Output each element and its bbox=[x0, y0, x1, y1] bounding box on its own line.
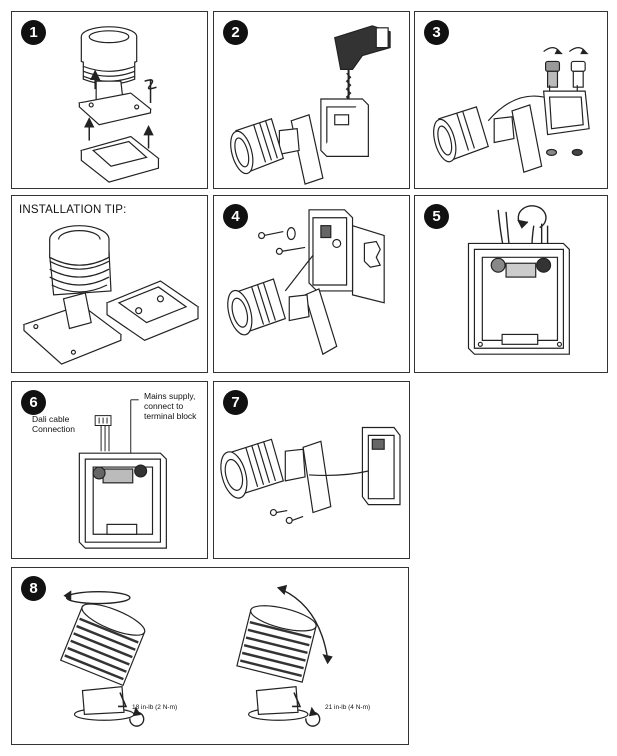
dali-cable-label: Dali cable Connection bbox=[32, 414, 76, 434]
step-5-illustration bbox=[467, 205, 570, 355]
step-2-illustration bbox=[230, 25, 391, 185]
step-6-badge: 6 bbox=[21, 390, 46, 415]
installation-tip-title: INSTALLATION TIP: bbox=[19, 204, 127, 216]
step-4-badge: 4 bbox=[223, 204, 248, 229]
step-8-badge: 8 bbox=[21, 576, 46, 601]
step-6-illustration bbox=[78, 399, 167, 549]
step-8-panel: 8 18 in-lb (2 N-m) 21 in-lb (4 N-m) bbox=[11, 567, 409, 745]
step-8-illustration bbox=[59, 584, 333, 727]
step-1-illustration bbox=[78, 26, 160, 183]
step-2-badge: 2 bbox=[223, 20, 248, 45]
step-5-panel: 5 bbox=[414, 195, 608, 373]
torque-left-label: 18 in-lb (2 N-m) bbox=[132, 704, 178, 711]
installation-tip-illustration bbox=[22, 225, 200, 365]
installation-tip-panel: INSTALLATION TIP: bbox=[11, 195, 208, 373]
step-3-panel: 3 bbox=[414, 11, 608, 189]
step-1-badge: 1 bbox=[21, 20, 46, 45]
step-6-panel: 6 Dali cable Connection Mains supply, co… bbox=[11, 381, 208, 559]
step-7-panel: 7 bbox=[213, 381, 410, 559]
step-1-panel: 1 bbox=[11, 11, 208, 189]
torque-right-label: 21 in-lb (4 N-m) bbox=[325, 704, 371, 711]
step-4-illustration bbox=[227, 209, 385, 356]
step-7-illustration bbox=[220, 426, 401, 524]
step-5-badge: 5 bbox=[424, 204, 449, 229]
step-3-illustration bbox=[433, 47, 590, 173]
step-3-badge: 3 bbox=[424, 20, 449, 45]
mains-supply-label: Mains supply, connect to terminal block bbox=[144, 391, 197, 421]
step-7-badge: 7 bbox=[223, 390, 248, 415]
step-4-panel: 4 bbox=[213, 195, 410, 373]
step-2-panel: 2 bbox=[213, 11, 410, 189]
